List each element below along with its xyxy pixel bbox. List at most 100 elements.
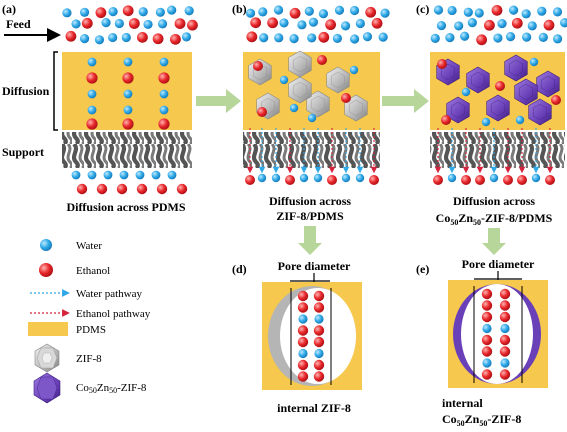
cozn-crystal: [528, 98, 552, 126]
water-molecule: [314, 314, 324, 324]
ethanol-molecule: [136, 183, 148, 195]
water-molecule: [508, 5, 519, 15]
cozn-crystal-facet: [518, 83, 534, 101]
ethanol-molecule: [297, 325, 309, 336]
ethanol-molecule: [481, 288, 493, 300]
water-molecule: [307, 33, 317, 43]
water-molecule: [143, 19, 153, 30]
ethanol-molecule: [297, 290, 309, 302]
water-molecule: [515, 115, 525, 125]
panel-d: (d) Pore diameter internal ZIF-8: [232, 259, 362, 415]
cozn-crystal-facet: [508, 59, 524, 77]
water-molecule: [108, 32, 118, 43]
legend-ethanol-label: Ethanol: [76, 265, 110, 277]
water-molecule: [298, 348, 308, 359]
zif8-crystal-facet: [292, 55, 308, 73]
ethanol-molecule: [313, 325, 325, 336]
ethanol-molecule: [433, 175, 443, 185]
water-molecule: [308, 17, 319, 27]
water-molecule: [123, 105, 133, 115]
feed-molecules-a: [62, 5, 198, 45]
caption-c-sub2: 50: [473, 218, 481, 227]
cozn-crystal-facet: [450, 101, 466, 119]
ethanol-molecule: [481, 369, 493, 380]
ethanol-molecule: [65, 30, 77, 42]
ethanol-molecule: [313, 302, 325, 313]
water-molecule: [297, 20, 307, 30]
legend-water-marker: [40, 239, 52, 251]
water-molecule: [380, 8, 390, 18]
water-molecule: [87, 57, 97, 67]
pore-diameter-label-d: Pore diameter: [278, 259, 351, 273]
ethanol-molecule: [325, 19, 337, 31]
ethanol-molecule: [517, 175, 527, 185]
ethanol-molecule: [499, 288, 511, 300]
cozn-crystal: [504, 54, 528, 82]
water-molecule: [355, 173, 365, 183]
water-molecule: [521, 9, 531, 19]
water-molecule: [500, 323, 510, 334]
water-molecule: [467, 17, 477, 28]
water-molecule: [304, 6, 314, 16]
ethanol-molecule: [476, 34, 488, 46]
water-molecule: [155, 7, 165, 17]
zif8-crystal-facet: [348, 99, 364, 117]
ethanol-molecule: [116, 183, 128, 195]
cozn-crystal-facet: [540, 75, 556, 93]
water-molecule: [482, 358, 492, 368]
cozn-crystal: [514, 78, 538, 106]
ethanol-molecule: [76, 183, 88, 195]
water-molecule: [114, 18, 124, 29]
legend-cozn-sub1: 50: [89, 386, 97, 395]
water-molecule: [259, 33, 269, 43]
ethanol-molecule: [499, 334, 511, 346]
ethanol-molecule: [297, 336, 309, 348]
pdms-molecules-b: [253, 55, 359, 123]
caption-c-line2: Co50Zn50-ZIF-8/PDMS: [436, 211, 553, 227]
arrow-b-to-d: [298, 226, 322, 255]
water-molecule: [159, 89, 169, 99]
diffusion-bracket: [53, 51, 58, 131]
caption-c-sub1: 50: [450, 218, 458, 227]
ethanol-molecule: [96, 183, 108, 195]
panel-e: (e) Pore diameter internal Co50Zn50-ZIF-…: [416, 257, 548, 428]
water-molecule: [101, 18, 111, 28]
water-molecule: [279, 75, 289, 85]
water-molecule: [159, 105, 169, 115]
legend-cozn-co: Co: [76, 382, 89, 394]
water-molecule: [181, 32, 192, 42]
ethanol-molecule: [499, 369, 511, 380]
ethanol-molecule: [297, 302, 309, 313]
feed-molecules-b: [245, 5, 390, 44]
caption-e-line1: internal: [442, 396, 483, 410]
legend: Water Ethanol Water pathway Ethanol path…: [28, 239, 151, 404]
ethanol-molecule: [499, 300, 511, 311]
pore-diameter-label-e: Pore diameter: [462, 257, 535, 271]
ethanol-molecule: [86, 72, 98, 84]
water-molecule: [445, 33, 455, 43]
ethanol-molecule: [484, 19, 495, 31]
water-molecule: [500, 358, 510, 368]
legend-ethanol-marker: [39, 263, 53, 277]
ethanol-molecule: [174, 18, 186, 29]
water-molecule: [274, 33, 284, 43]
ethanol-molecule: [313, 371, 325, 382]
water-molecule: [119, 170, 129, 180]
zif8-crystal: [288, 76, 312, 104]
permeate-molecules-a: [71, 170, 188, 195]
water-molecule: [157, 19, 168, 29]
ethanol-molecule: [152, 33, 164, 45]
water-molecule: [529, 57, 539, 67]
water-molecule: [258, 7, 268, 17]
water-molecule: [461, 87, 471, 97]
zif8-crystal-facet: [310, 95, 326, 113]
caption-e-co: Co: [442, 412, 457, 426]
feed-molecules-c: [430, 4, 567, 46]
ethanol-molecule: [95, 7, 107, 19]
ethanol-molecule: [285, 175, 295, 185]
ethanol-molecule: [170, 33, 181, 45]
ethanol-molecule: [122, 118, 134, 130]
water-molecule: [273, 5, 284, 15]
panel-b: (b) Diffusion across ZIF-8/PDMS: [232, 2, 390, 223]
